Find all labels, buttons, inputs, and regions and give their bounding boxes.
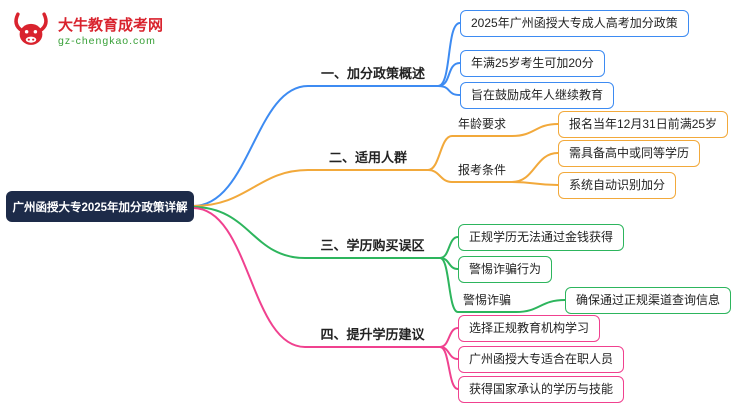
branch-2-condition-1: 需具备高中或同等学历 — [558, 140, 701, 167]
branch-4-label: 四、提升学历建议 — [320, 327, 425, 342]
branch-1-child-3: 旨在鼓励成年人继续教育 — [460, 82, 615, 109]
branch-3-child-2: 警惕诈骗行为 — [458, 256, 553, 283]
branch-4-child-2: 广州函授大专适合在职人员 — [458, 346, 625, 373]
branch-1-child-2: 年满25岁考生可加20分 — [460, 50, 605, 77]
logo-subtitle: gz-chengkao.com — [58, 35, 156, 48]
branch-2-label: 二、适用人群 — [328, 150, 407, 165]
branch-3-sub-fraud: 警惕诈骗 — [462, 293, 511, 307]
branch-2-condition-2: 系统自动识别加分 — [558, 172, 677, 199]
root-node: 广州函授大专2025年加分政策详解 — [6, 191, 194, 222]
branch-3-fraud-detail: 确保通过正规渠道查询信息 — [565, 287, 732, 314]
bull-icon — [10, 10, 52, 55]
site-logo[interactable]: 大牛教育成考网 gz-chengkao.com — [10, 10, 163, 55]
branch-4-child-1: 选择正规教育机构学习 — [458, 315, 601, 342]
branch-4-child-3: 获得国家承认的学历与技能 — [458, 376, 625, 403]
branch-1-child-1: 2025年广州函授大专成人高考加分政策 — [460, 10, 689, 37]
branch-3-child-1: 正规学历无法通过金钱获得 — [458, 224, 625, 251]
logo-title: 大牛教育成考网 — [58, 17, 164, 35]
branch-1-label: 一、加分政策概述 — [320, 66, 425, 81]
branch-3-label: 三、学历购买误区 — [320, 238, 425, 253]
branch-2-age-detail: 报名当年12月31日前满25岁 — [558, 111, 729, 138]
branch-2-sub-age: 年龄要求 — [457, 117, 506, 131]
branch-2-sub-conditions: 报考条件 — [457, 163, 506, 177]
